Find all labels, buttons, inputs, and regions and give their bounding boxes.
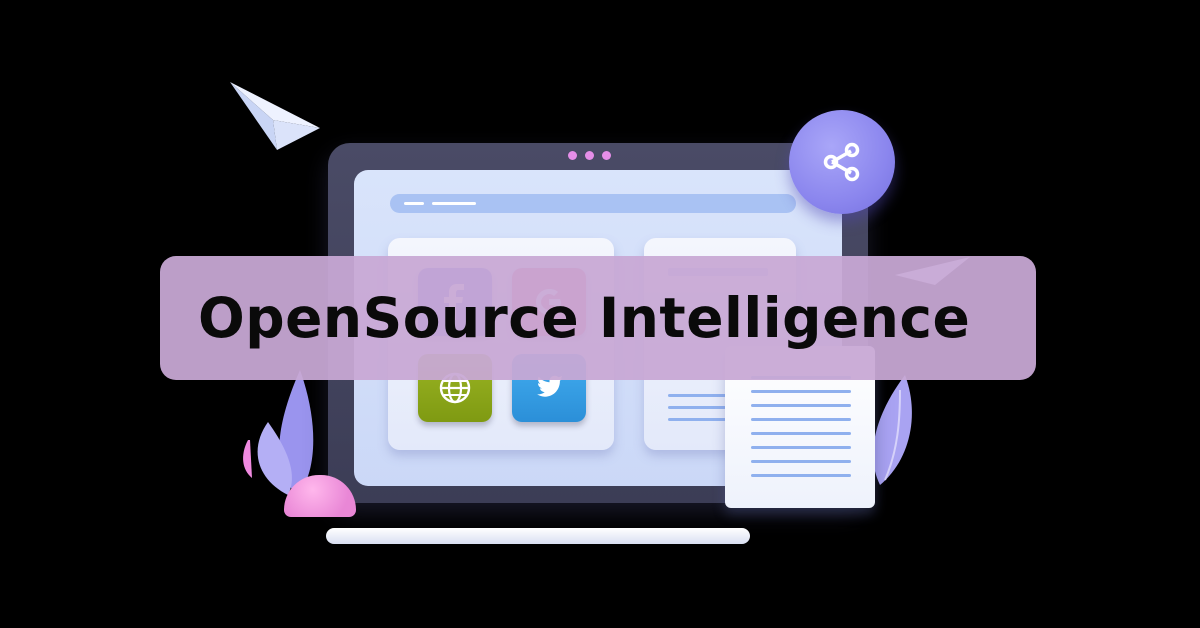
monitor-dots bbox=[568, 151, 611, 160]
content-line bbox=[668, 418, 726, 421]
twitter-icon bbox=[537, 375, 563, 397]
document-line bbox=[751, 404, 851, 407]
share-icon bbox=[823, 142, 860, 182]
address-bar-line bbox=[404, 202, 424, 205]
document-line bbox=[751, 432, 851, 435]
address-bar-line bbox=[432, 202, 476, 205]
monitor-dot bbox=[602, 151, 611, 160]
content-line bbox=[668, 406, 726, 409]
paper-plane-icon bbox=[230, 82, 320, 150]
monitor-dot bbox=[585, 151, 594, 160]
title-banner: OpenSource Intelligence bbox=[160, 256, 1036, 380]
page-title: OpenSource Intelligence bbox=[198, 286, 971, 350]
monitor-stand bbox=[326, 528, 750, 544]
document-line bbox=[751, 418, 851, 421]
document-line bbox=[751, 390, 851, 393]
document-line bbox=[751, 474, 851, 477]
leaf-decoration-icon bbox=[243, 370, 314, 495]
content-line bbox=[668, 394, 726, 397]
document-line bbox=[751, 446, 851, 449]
share-button[interactable] bbox=[789, 110, 895, 214]
leaf-decoration-icon bbox=[873, 375, 912, 485]
document-line bbox=[751, 460, 851, 463]
monitor-dot bbox=[568, 151, 577, 160]
address-bar bbox=[390, 194, 796, 213]
